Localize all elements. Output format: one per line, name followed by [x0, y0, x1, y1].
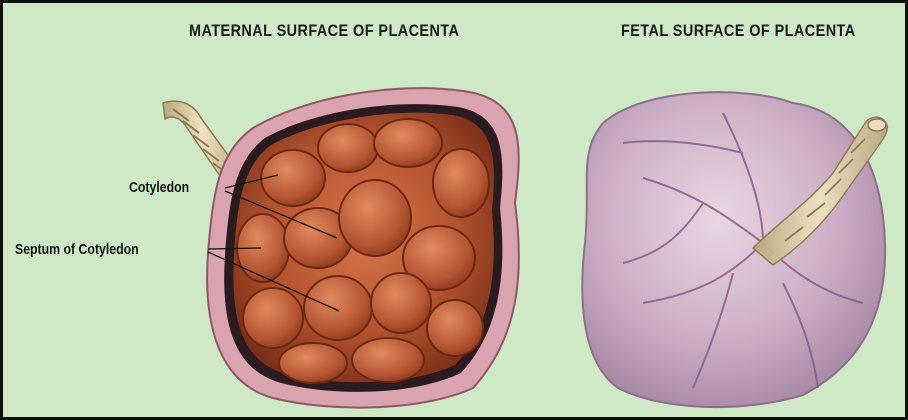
placenta-illustration [3, 3, 905, 417]
maternal-surface-title: MATERNAL SURFACE OF PLACENTA [189, 21, 459, 41]
maternal-placenta [163, 88, 519, 407]
fetal-placenta [582, 92, 887, 407]
fetal-surface-title: FETAL SURFACE OF PLACENTA [621, 21, 856, 41]
septum-of-cotyledon-label: Septum of Cotyledon [15, 241, 139, 258]
cotyledon-lobes [237, 119, 489, 383]
cotyledon-label: Cotyledon [129, 179, 189, 196]
